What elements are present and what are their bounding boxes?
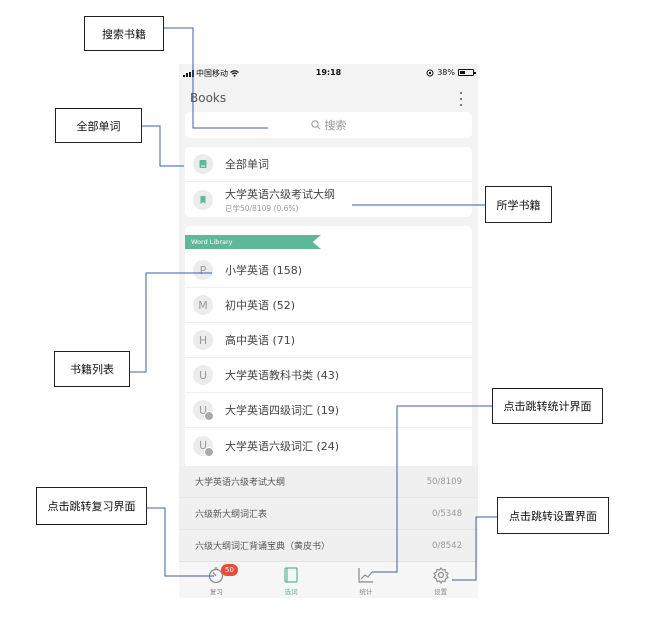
more-menu-icon[interactable] <box>458 92 464 106</box>
all-words-item[interactable]: 全部单词 <box>185 147 472 182</box>
notebook-icon <box>284 567 298 583</box>
book-name: 大学英语六级考试大纲 <box>195 478 286 488</box>
library-item[interactable]: H 高中英语 (71) <box>185 323 472 358</box>
book-progress-list: 大学英语六级考试大纲 50/8109 六级新大纲词汇表 0/5348 六级大纲词… <box>179 466 478 562</box>
letter-avatar: U <box>193 365 213 385</box>
all-words-label: 全部单词 <box>225 158 269 171</box>
callout-to-review: 点击跳转复习界面 <box>36 487 147 525</box>
library-item[interactable]: U 大学英语六级词汇 (24) <box>185 428 472 463</box>
status-time: 19:18 <box>315 68 342 77</box>
connector-all-words <box>142 125 184 167</box>
tab-settings-label: 设置 <box>434 588 448 596</box>
tab-stats[interactable]: 统计 <box>329 562 404 598</box>
tab-settings[interactable]: 设置 <box>403 562 478 598</box>
battery-percent: 38% <box>437 68 455 77</box>
gear-icon <box>432 567 449 584</box>
search-placeholder: 搜索 <box>324 119 347 132</box>
library-item-label: 小学英语 (158) <box>225 264 303 277</box>
callout-all-words: 全部单词 <box>55 108 142 143</box>
tab-stats-label: 统计 <box>359 588 373 596</box>
review-count-badge: 50 <box>221 564 238 576</box>
book-count: 0/8542 <box>432 540 462 551</box>
tab-review[interactable]: 复习 50 <box>179 562 254 598</box>
library-item[interactable]: U 大学英语教科书类 (43) <box>185 358 472 393</box>
letter-avatar: M <box>193 295 213 315</box>
search-input[interactable]: 搜索 <box>185 112 472 138</box>
letter-avatar: H <box>193 330 213 350</box>
list-item[interactable]: 六级大纲词汇背诵宝典（黄皮书） 0/8542 <box>179 530 478 562</box>
library-item[interactable]: P 小学英语 (158) <box>185 253 472 288</box>
sub-category-icon <box>204 446 214 457</box>
word-library-card: Word Library P 小学英语 (158) M 初中英语 (52) H … <box>185 226 472 472</box>
battery-icon <box>458 69 476 76</box>
page-title: Books <box>190 91 227 105</box>
status-bar: 中国移动 19:18 38% <box>179 64 478 82</box>
chart-icon <box>358 568 373 583</box>
library-item-label: 高中英语 (71) <box>225 334 296 347</box>
search-icon <box>310 120 321 130</box>
callout-studied-books: 所学书籍 <box>485 186 552 223</box>
current-book-item[interactable]: 大学英语六级考试大纲 已学50/8109 (0.6%) <box>185 182 472 217</box>
callout-book-list: 书籍列表 <box>54 351 130 387</box>
library-item-label: 初中英语 (52) <box>225 299 296 312</box>
rotation-lock-icon <box>426 69 434 76</box>
sub-category-icon <box>204 411 214 421</box>
book-name: 六级新大纲词汇表 <box>195 510 268 520</box>
library-item[interactable]: M 初中英语 (52) <box>185 288 472 323</box>
current-book-title: 大学英语六级考试大纲 <box>225 187 335 201</box>
library-item-label: 大学英语六级词汇 (24) <box>225 439 340 453</box>
letter-avatar: U <box>193 400 214 421</box>
book-count: 50/8109 <box>426 476 462 487</box>
word-library-ribbon: Word Library <box>185 235 321 249</box>
list-item[interactable]: 大学英语六级考试大纲 50/8109 <box>179 466 478 498</box>
bookmark-icon <box>193 189 213 210</box>
letter-avatar: U <box>193 435 214 457</box>
library-item[interactable]: U 大学英语四级词汇 (19) <box>185 393 472 428</box>
tab-words[interactable]: 选词 <box>254 562 329 598</box>
callout-to-stats: 点击跳转统计界面 <box>492 388 603 424</box>
book-icon <box>193 154 213 174</box>
library-item-label: 大学英语四级词汇 (19) <box>225 404 340 417</box>
callout-search-books: 搜索书籍 <box>84 16 164 51</box>
book-name: 六级大纲词汇背诵宝典（黄皮书） <box>195 542 331 552</box>
tab-review-label: 复习 <box>209 588 223 596</box>
list-item[interactable]: 六级新大纲词汇表 0/5348 <box>179 498 478 530</box>
tab-bar: 复习 50 选词 统计 设置 <box>179 561 478 598</box>
my-books-card: 全部单词 大学英语六级考试大纲 已学50/8109 (0.6%) <box>185 147 472 217</box>
library-item-label: 大学英语教科书类 (43) <box>225 369 340 382</box>
phone-screen: 中国移动 19:18 38% Books 搜索 全部单词 大学英语六级考试大纲 <box>179 64 478 598</box>
current-book-progress: 已学50/8109 (0.6%) <box>225 203 299 213</box>
book-count: 0/5348 <box>432 508 462 519</box>
letter-avatar: P <box>193 260 213 280</box>
callout-to-settings: 点击跳转设置界面 <box>497 497 609 534</box>
tab-words-label: 选词 <box>284 588 298 596</box>
